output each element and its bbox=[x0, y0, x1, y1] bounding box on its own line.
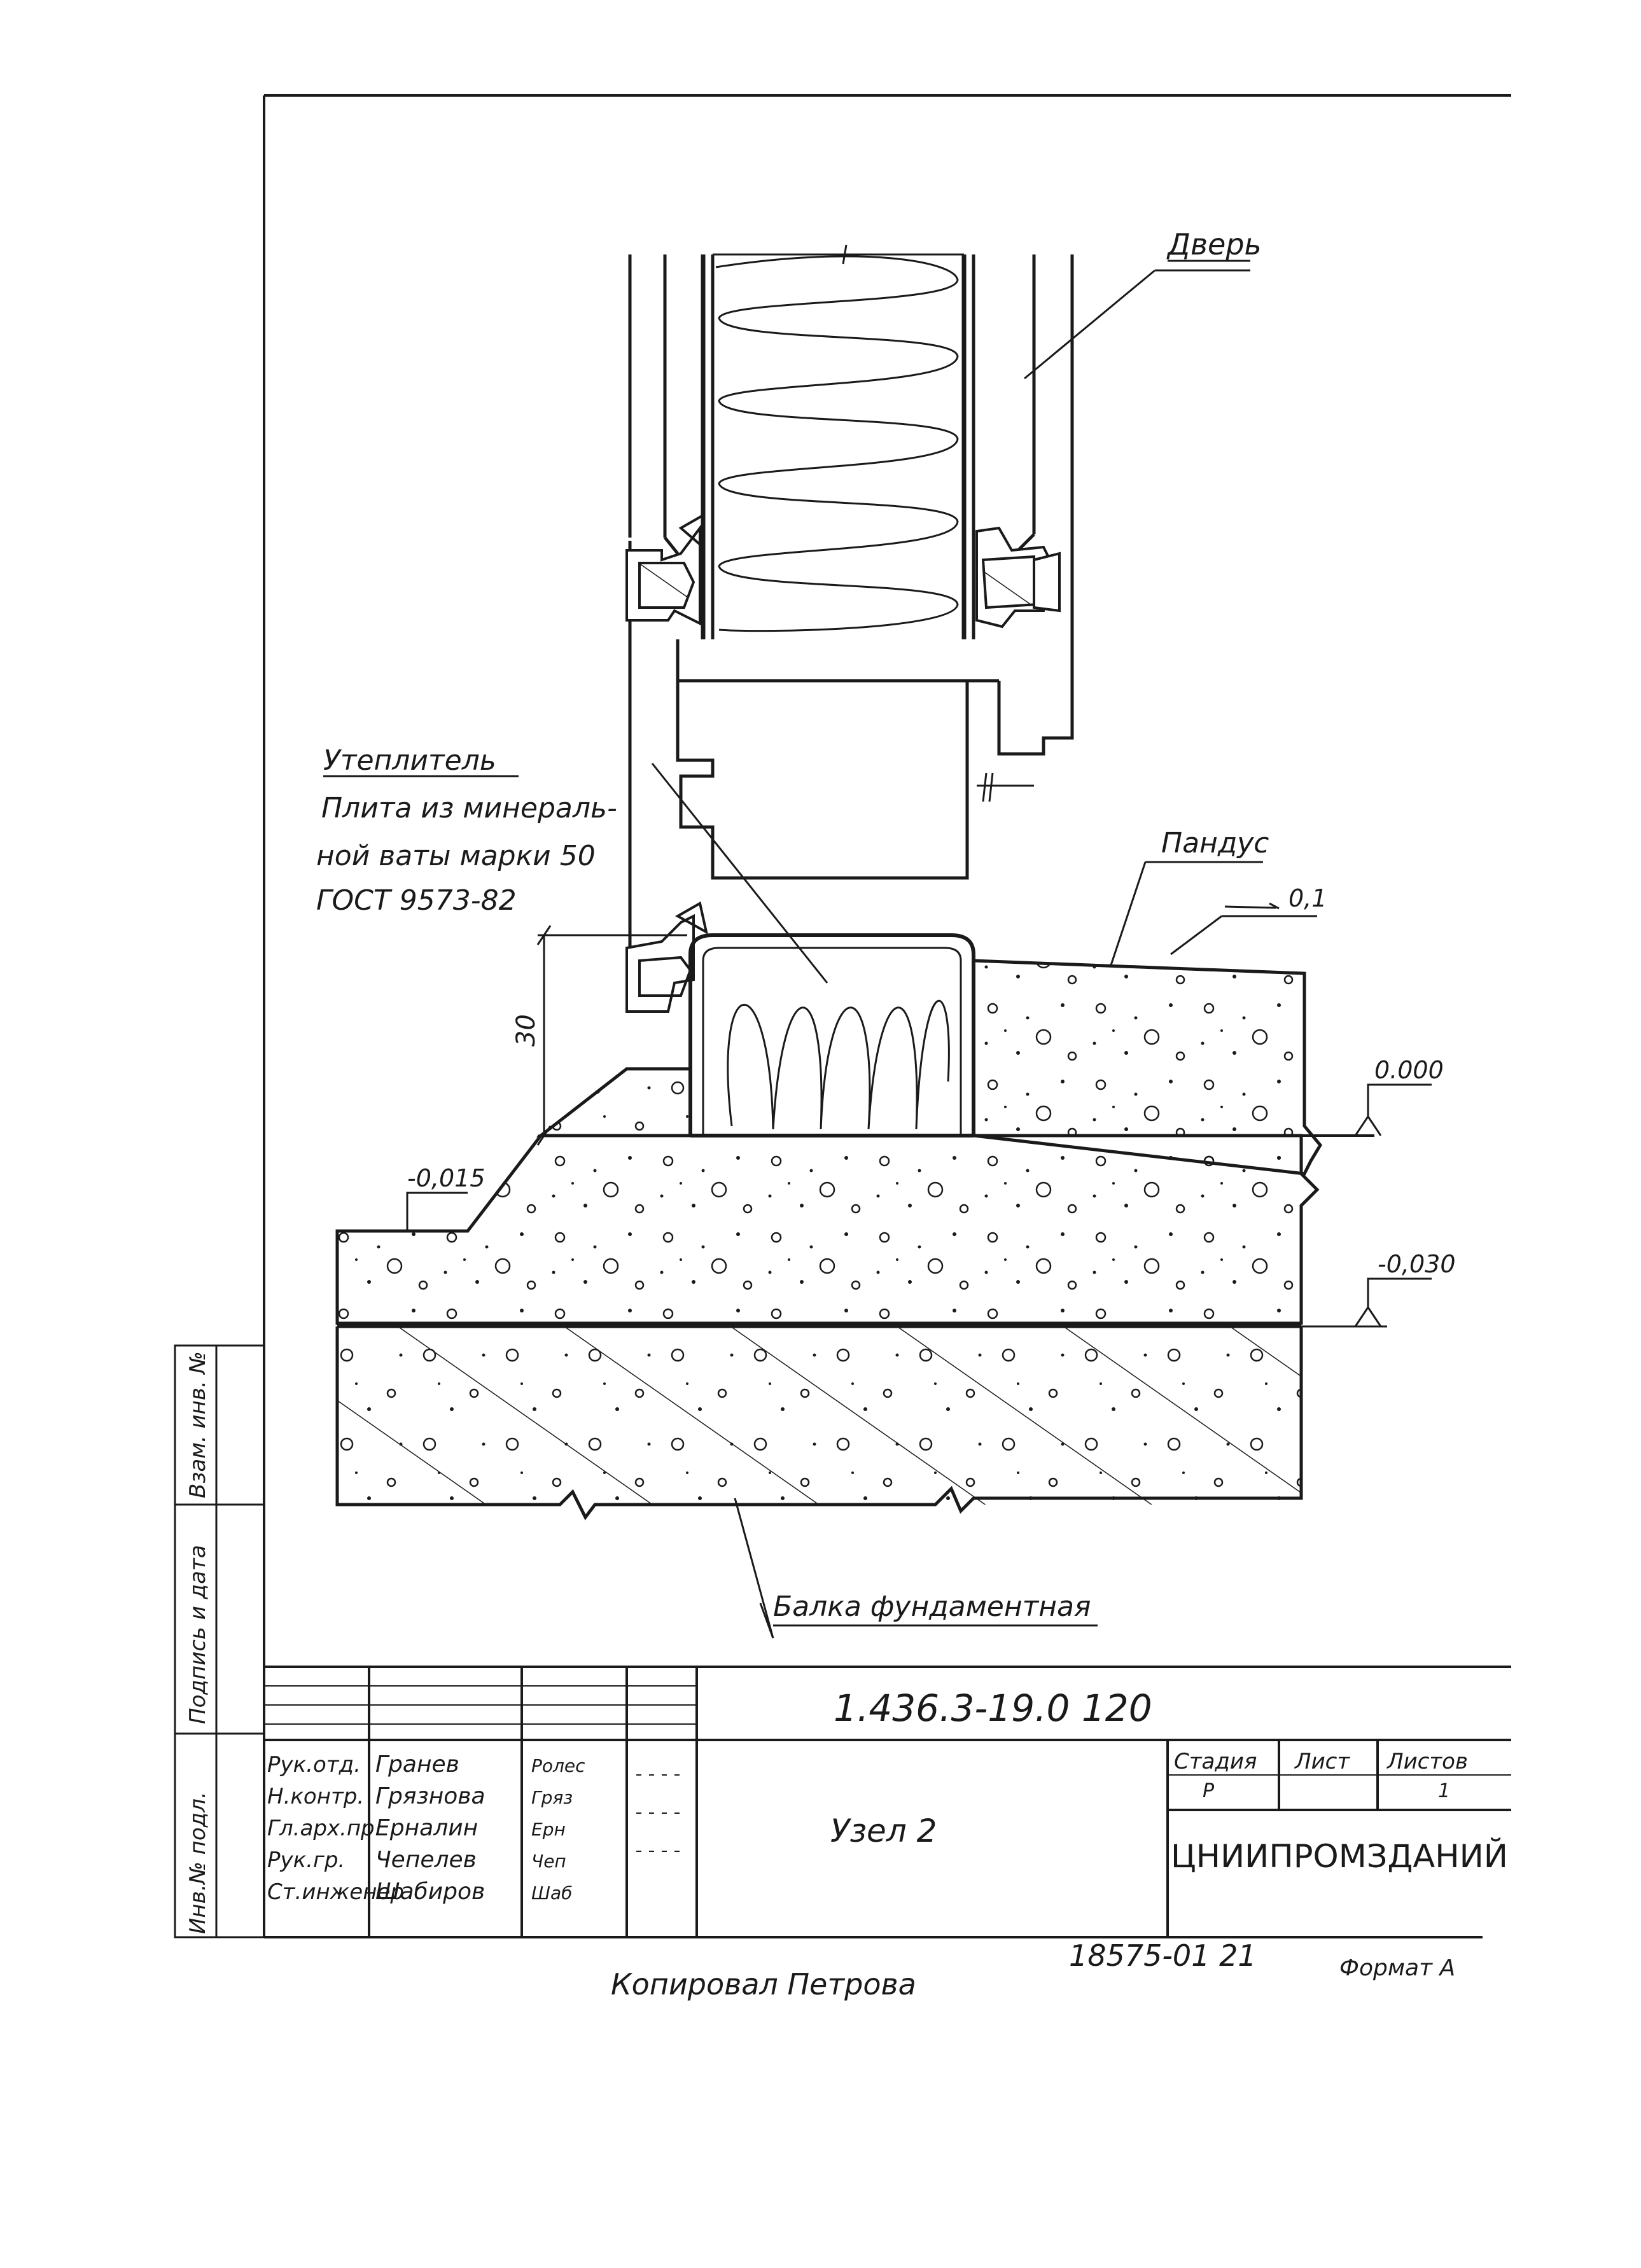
door-insulation bbox=[715, 255, 959, 632]
beam-label: Балка фундаментная bbox=[773, 1590, 1091, 1623]
name-1: Гранев bbox=[375, 1751, 459, 1778]
level-015-label: -0,015 bbox=[407, 1164, 485, 1192]
step-left bbox=[536, 1067, 692, 1137]
insulation-title: Утеплитель bbox=[323, 744, 496, 777]
doc-code: 1.436.3-19.0 120 bbox=[834, 1687, 1152, 1730]
door-seal-left bbox=[625, 513, 704, 626]
floor-slab bbox=[335, 1134, 1320, 1325]
insulation-line1: Плита из минераль- bbox=[321, 792, 617, 824]
level-marks bbox=[406, 1083, 1432, 1328]
name-4: Чепелев bbox=[375, 1847, 477, 1873]
stage-value: Р bbox=[1203, 1780, 1215, 1802]
sheets-value: 1 bbox=[1438, 1780, 1450, 1802]
sheets-header: Листов bbox=[1386, 1749, 1468, 1774]
door-label: Дверь bbox=[1166, 227, 1262, 261]
role-3: Гл.арх.пр. bbox=[267, 1816, 381, 1841]
side-replace-inv: Взам. инв. № bbox=[185, 1351, 211, 1498]
title-block-grid bbox=[264, 1666, 1511, 1938]
role-5: Ст.инженер bbox=[267, 1879, 404, 1905]
role-2: Н.контр. bbox=[267, 1784, 364, 1809]
name-3: Ерналин bbox=[375, 1815, 478, 1841]
signature-2: Гряз bbox=[531, 1787, 573, 1808]
sheet-frame bbox=[263, 94, 1511, 1937]
side-stamp bbox=[174, 1344, 265, 1938]
name-5: Шабиров bbox=[375, 1879, 485, 1905]
insulation-line3: ГОСТ 9573-82 bbox=[316, 884, 517, 917]
signature-5: Шаб bbox=[531, 1882, 572, 1903]
threshold-seal bbox=[625, 901, 708, 1013]
door-seal-right bbox=[975, 526, 1061, 629]
order-number: 18575-01 21 bbox=[1069, 1938, 1257, 1973]
name-list: Гранев Грязнова Ерналин Чепелев Шабиров bbox=[375, 1751, 485, 1905]
door-leaf bbox=[628, 244, 1074, 1010]
insulation-line2: ной ваты марки 50 bbox=[316, 840, 596, 872]
name-2: Грязнова bbox=[375, 1783, 485, 1809]
role-list: Рук.отд. Н.контр. Гл.арх.пр. Рук.гр. Ст.… bbox=[267, 1752, 404, 1905]
org-name: ЦНИИПРОМЗДАНИЙ bbox=[1171, 1837, 1508, 1875]
stage-header: Стадия bbox=[1174, 1749, 1257, 1774]
role-4: Рук.гр. bbox=[267, 1847, 345, 1873]
level-000-label: 0.000 bbox=[1374, 1056, 1444, 1084]
ramp-label: Пандус bbox=[1161, 827, 1269, 859]
side-sign-date: Подпись и дата bbox=[185, 1545, 211, 1724]
leaders bbox=[651, 269, 1317, 1639]
role-1: Рук.отд. bbox=[267, 1752, 361, 1778]
side-inv-no: Инв.№ подл. bbox=[185, 1791, 211, 1934]
signature-list: Ролес Гряз Ерн Чеп Шаб bbox=[531, 1755, 585, 1903]
signature-3: Ерн bbox=[531, 1819, 566, 1840]
copied-by: Копировал Петрова bbox=[611, 1967, 916, 2001]
signature-4: Чеп bbox=[531, 1851, 566, 1872]
slope-label: 0,1 bbox=[1288, 884, 1327, 912]
dim-30-label: 30 bbox=[512, 1014, 541, 1047]
signature-1: Ролес bbox=[531, 1755, 585, 1776]
dimension-30 bbox=[536, 925, 687, 1146]
sheet-header: Лист bbox=[1294, 1749, 1350, 1774]
threshold-insulation bbox=[727, 999, 950, 1130]
sheet-format: Формат А bbox=[1339, 1955, 1455, 1981]
drawing-name: Узел 2 bbox=[830, 1812, 937, 1849]
level-030-label: -0,030 bbox=[1378, 1250, 1456, 1278]
threshold-block bbox=[688, 933, 975, 1137]
foundation-beam bbox=[335, 1325, 1303, 1520]
